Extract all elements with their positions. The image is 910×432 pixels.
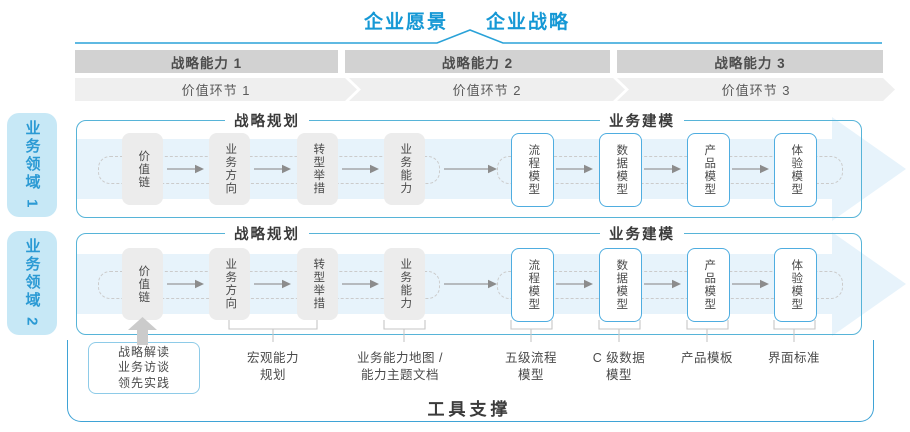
value-link-1-label: 价值环节 1 (181, 83, 251, 98)
experience-model-box: 体验模型 (774, 248, 817, 322)
practice-line-1: 战略解读 (117, 344, 170, 359)
strategic-capability-1-bar: 战略能力 1 (75, 50, 338, 73)
diagram-title: 企业愿景 企业战略 (12, 7, 910, 34)
practice-note-box: 战略解读 业务访谈 领先实践 (88, 342, 200, 394)
note-ui-standard: 界面标准 (729, 350, 859, 367)
value-link-3-label: 价值环节 3 (721, 83, 791, 98)
strategic-planning-header: 战略规划 (225, 223, 309, 244)
value-link-2-chevron: 价值环节 2 (349, 78, 625, 101)
note-line: 宏观能力 (246, 351, 299, 365)
strategic-planning-header: 战略规划 (225, 110, 309, 131)
data-model-box: 数据模型 (599, 133, 642, 207)
modeling-dashed-track (497, 271, 843, 299)
business-capability-box: 业务能力 (384, 133, 425, 205)
value-chain-box: 价值链 (122, 248, 163, 320)
domain-2-flow-row: 战略规划 业务建模 价值链 业务方向 转型举措 业务能力 流程模型 数据模型 产… (76, 223, 906, 336)
business-domain-2-tab: 业务领域 2 (7, 231, 57, 335)
process-model-box: 流程模型 (511, 133, 554, 207)
note-line: 产品模板 (680, 351, 733, 365)
modeling-dashed-track (497, 156, 843, 184)
domain-1-flow-row: 战略规划 业务建模 价值链 业务方向 转型举措 业务能力 流程模型 数据模型 产… (76, 110, 906, 221)
strategy-dashed-track (98, 156, 440, 184)
note-line: 界面标准 (767, 351, 820, 365)
flow-band-arrowhead-icon (832, 117, 906, 221)
enterprise-vision-title: 企业愿景 (363, 12, 448, 33)
note-line: 五级流程 (504, 351, 557, 365)
business-capability-box: 业务能力 (384, 248, 425, 320)
strategic-capability-2-label: 战略能力 2 (441, 55, 514, 71)
note-capability-map: 业务能力地图 / 能力主题文档 (335, 350, 465, 384)
data-model-box: 数据模型 (599, 248, 642, 322)
strategy-dashed-track (98, 271, 440, 299)
value-link-3-chevron: 价值环节 3 (617, 78, 895, 101)
strategic-capability-3-bar: 战略能力 3 (617, 50, 883, 73)
experience-model-box: 体验模型 (774, 133, 817, 207)
note-data-model: C 级数据 模型 (554, 350, 684, 384)
value-chain-box: 价值链 (122, 133, 163, 205)
practice-line-3: 领先实践 (117, 375, 170, 390)
process-model-box: 流程模型 (511, 248, 554, 322)
note-line: 模型 (605, 367, 632, 382)
note-line: 能力主题文档 (360, 367, 439, 382)
note-line: C 级数据 (592, 351, 646, 365)
business-modeling-header: 业务建模 (600, 110, 684, 131)
strategic-capability-2-bar: 战略能力 2 (345, 50, 610, 73)
tool-support-label: 工具支撑 (427, 400, 512, 419)
note-process-model: 五级流程 模型 (466, 350, 596, 384)
note-line: 规划 (259, 367, 286, 382)
note-line: 模型 (517, 367, 544, 382)
strategic-capability-1-label: 战略能力 1 (170, 55, 243, 71)
note-macro-capability: 宏观能力 规划 (208, 350, 338, 384)
value-link-1-chevron: 价值环节 1 (75, 78, 357, 101)
value-link-2-label: 价值环节 2 (452, 83, 522, 98)
transformation-initiative-box: 转型举措 (297, 133, 338, 205)
business-direction-box: 业务方向 (209, 248, 250, 320)
product-model-box: 产品模型 (687, 133, 730, 207)
strategic-capability-3-label: 战略能力 3 (714, 55, 786, 71)
note-line: 业务能力地图 / (357, 351, 443, 365)
enterprise-strategy-title: 企业战略 (486, 12, 571, 33)
business-direction-box: 业务方向 (209, 133, 250, 205)
tool-support-container (67, 340, 874, 422)
business-domain-1-tab: 业务领域 1 (7, 113, 57, 217)
product-model-box: 产品模型 (687, 248, 730, 322)
transformation-initiative-box: 转型举措 (297, 248, 338, 320)
business-modeling-header: 业务建模 (600, 223, 684, 244)
note-product-template: 产品模板 (642, 350, 772, 367)
practice-line-2: 业务访谈 (117, 360, 170, 375)
flow-band-arrowhead-icon (832, 232, 906, 336)
